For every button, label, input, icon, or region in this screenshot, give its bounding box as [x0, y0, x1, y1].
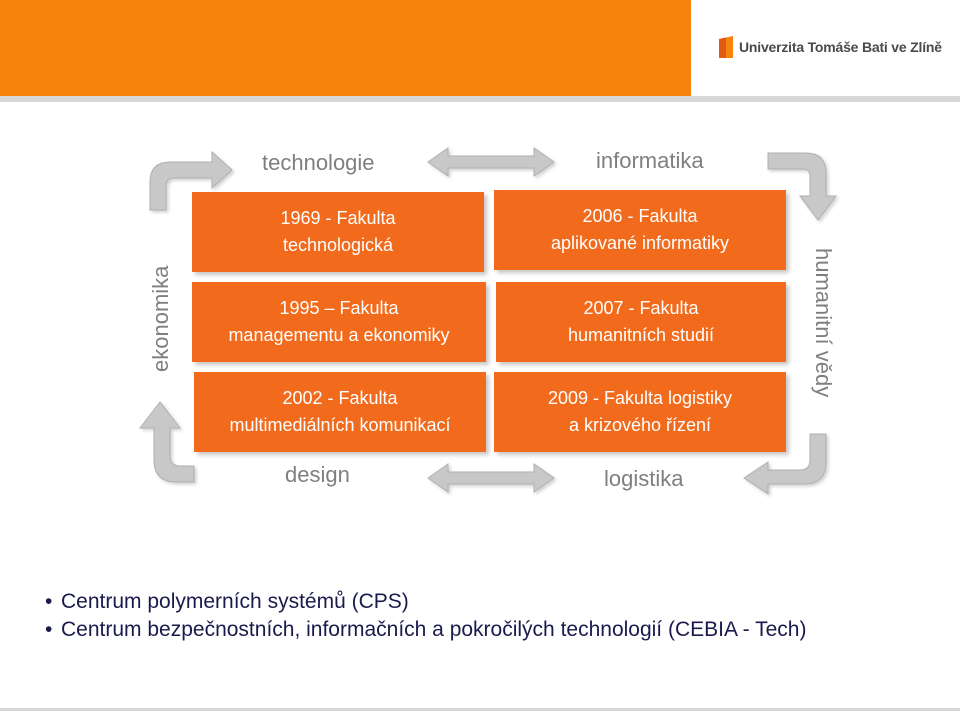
faculty-box: 2009 - Fakulta logistiky a krizového říz…	[494, 372, 786, 452]
arrow-top-double	[427, 147, 555, 177]
university-logo: Univerzita Tomáše Bati ve Zlíně	[719, 36, 942, 58]
axis-label-technologie: technologie	[262, 150, 375, 175]
header-orange-band	[0, 0, 691, 96]
list-item: • Centrum bezpečnostních, informačních a …	[45, 616, 945, 644]
faculty-box-text: 1995 – Fakulta managementu a ekonomiky	[228, 298, 450, 345]
faculty-box: 2006 - Fakulta aplikované informatiky	[494, 190, 786, 270]
arrow-bottom-left	[138, 401, 195, 483]
list-item-text: Centrum bezpečnostních, informačních a p…	[61, 618, 807, 641]
axis-label-informatika: informatika	[596, 148, 704, 173]
university-name: Univerzita Tomáše Bati ve Zlíně	[739, 39, 942, 55]
axis-label-design: design	[285, 462, 350, 487]
axis-label-logistika: logistika	[604, 466, 684, 491]
bullet-icon: •	[45, 618, 53, 641]
arrow-bottom-double	[427, 463, 555, 493]
arrow-top-left	[149, 150, 233, 211]
faculty-box: 1995 – Fakulta managementu a ekonomiky	[192, 282, 486, 362]
faculty-box-text: 2009 - Fakulta logistiky a krizového říz…	[547, 388, 733, 435]
list-item-text: Centrum polymerních systémů (CPS)	[61, 590, 409, 613]
arrow-top-right	[767, 152, 837, 221]
faculty-box: 2007 - Fakulta humanitních studií	[496, 282, 786, 362]
axis-label-humanitni-vedy: humanitní vědy	[811, 248, 836, 398]
list-item: • Centrum polymerních systémů (CPS)	[45, 588, 945, 616]
faculty-box-text: 2006 - Fakulta aplikované informatiky	[550, 206, 730, 253]
faculty-box: 1969 - Fakulta technologická	[192, 192, 484, 272]
faculty-box-text: 2007 - Fakulta humanitních studií	[567, 298, 715, 345]
axis-label-ekonomika: ekonomika	[148, 265, 173, 372]
bullet-icon: •	[45, 590, 53, 613]
faculty-box-text: 2002 - Fakulta multimediálních komunikac…	[229, 388, 451, 435]
faculty-box-text: 1969 - Fakulta technologická	[280, 208, 396, 255]
university-logo-mark-icon	[719, 36, 733, 58]
arrow-bottom-right	[743, 433, 827, 495]
header-divider	[0, 96, 960, 102]
bullet-list: • Centrum polymerních systémů (CPS) • Cent…	[45, 588, 945, 644]
footer-divider	[0, 708, 960, 711]
faculty-box: 2002 - Fakulta multimediálních komunikac…	[194, 372, 486, 452]
